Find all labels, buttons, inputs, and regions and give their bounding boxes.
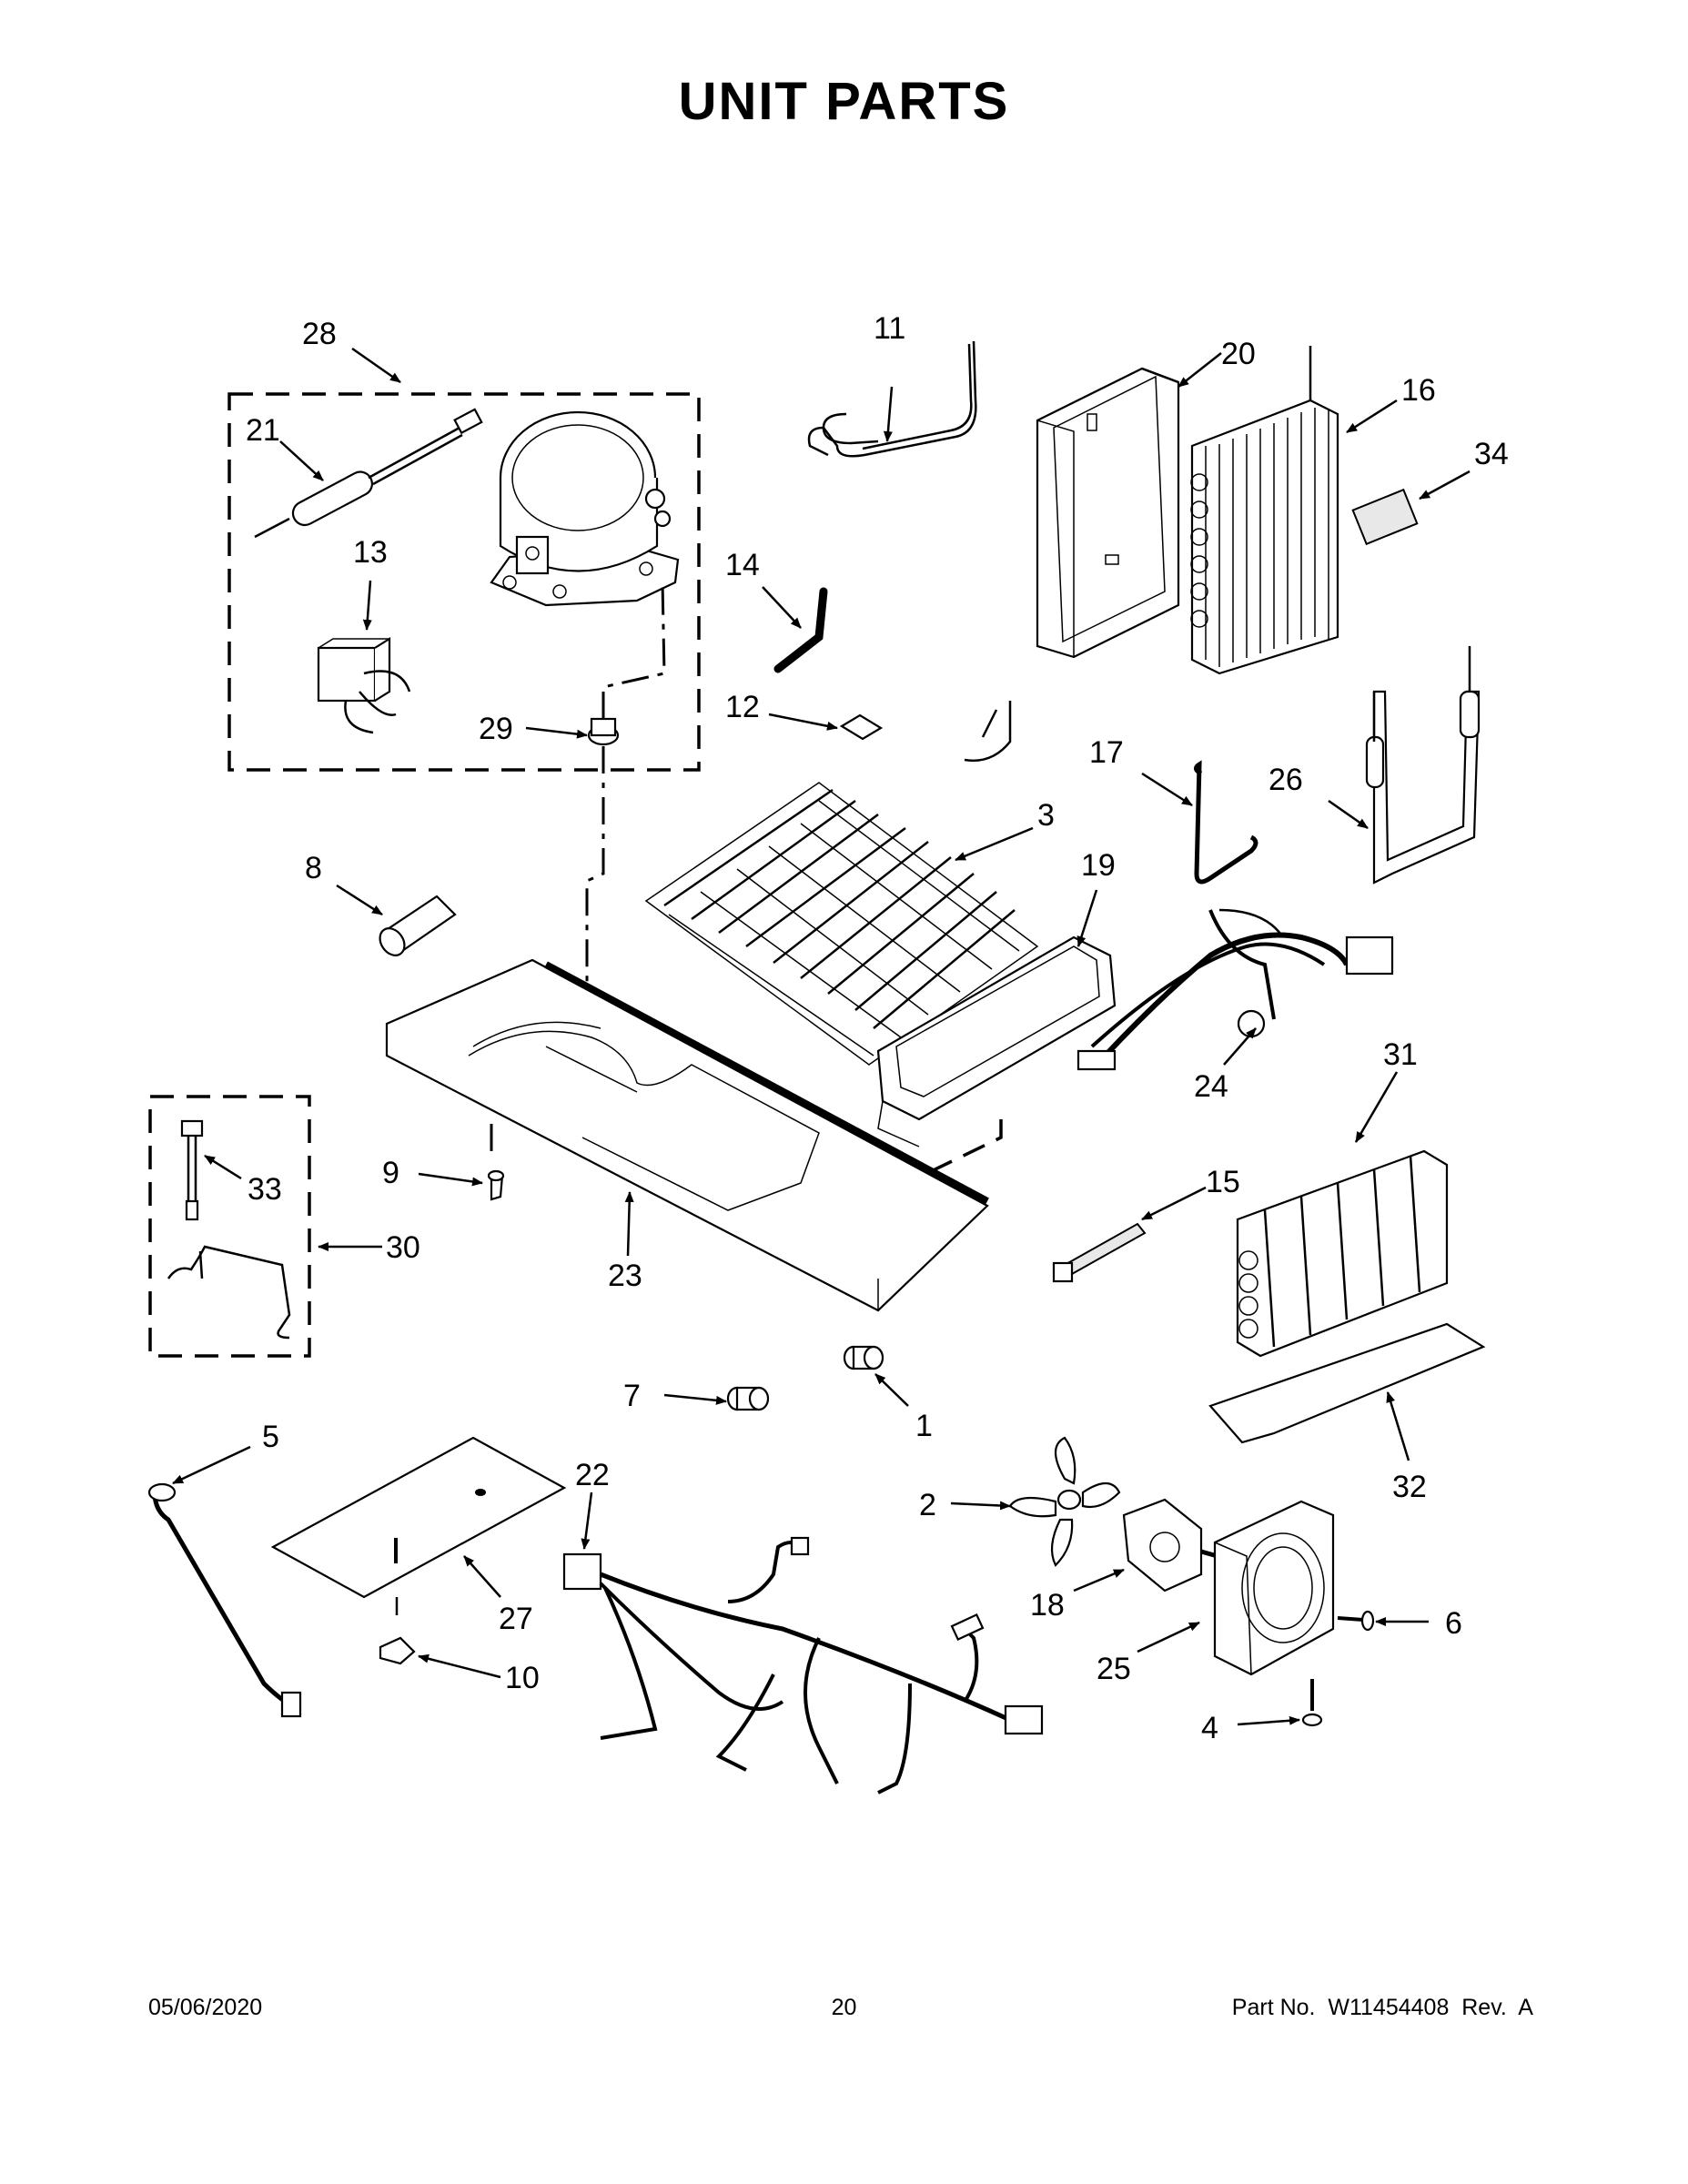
callout-26: 26 (1269, 763, 1303, 797)
callout-27: 27 (499, 1602, 533, 1636)
part-30-group-box (148, 1095, 311, 1358)
part-7-bushing[interactable] (726, 1386, 770, 1411)
callout-12: 12 (725, 690, 760, 724)
part-4-screw[interactable] (1301, 1679, 1323, 1727)
part-26-tube[interactable] (1365, 646, 1481, 885)
callout-32: 32 (1392, 1470, 1427, 1504)
callout-4: 4 (1201, 1711, 1218, 1745)
callout-23: 23 (608, 1259, 642, 1293)
callout-33: 33 (248, 1172, 282, 1207)
callout-9: 9 (382, 1156, 399, 1190)
part-21-drier[interactable] (254, 408, 483, 539)
part-31-condenser[interactable] (1236, 1149, 1449, 1358)
callout-11: 11 (874, 311, 905, 346)
part-29-grommet[interactable] (587, 581, 666, 746)
callout-7: 7 (623, 1379, 641, 1413)
part-8-tube[interactable] (375, 895, 457, 960)
part-23-base-plate[interactable] (385, 958, 989, 1312)
part-15-strap[interactable] (1052, 1222, 1147, 1283)
part-22-harness[interactable] (562, 1536, 1044, 1795)
callout-22: 22 (575, 1458, 610, 1492)
callout-8: 8 (305, 851, 322, 885)
part-30-wire[interactable] (167, 1245, 291, 1340)
part-12-clip[interactable] (839, 713, 884, 741)
part-2-fan-blade[interactable] (1008, 1436, 1121, 1567)
callout-1: 1 (915, 1409, 933, 1443)
callout-34: 34 (1474, 437, 1509, 471)
part-13-relay[interactable] (317, 637, 411, 734)
part-5-tube[interactable] (147, 1482, 302, 1718)
callout-2: 2 (919, 1488, 936, 1522)
part-32-pan[interactable] (1208, 1322, 1486, 1444)
callout-3: 3 (1037, 798, 1055, 833)
part-33-sensor[interactable] (180, 1119, 204, 1221)
part-25-shroud[interactable] (1213, 1500, 1335, 1676)
part-27-pad[interactable] (270, 1436, 567, 1615)
compressor-kit-box (227, 392, 701, 772)
callout-19: 19 (1081, 848, 1116, 883)
footer-page-number: 20 (831, 1995, 857, 2020)
footer-part-number: Part No. W11454408 Rev. A (1231, 1995, 1533, 2020)
part-11-tube[interactable] (807, 340, 977, 458)
part-18-fan-motor[interactable] (1122, 1498, 1225, 1592)
part-1-bushing[interactable] (843, 1345, 884, 1370)
callout-29: 29 (479, 712, 513, 746)
callout-24: 24 (1194, 1069, 1228, 1104)
part-20-evap-cover[interactable] (1036, 367, 1180, 659)
part-9-screw[interactable] (487, 1169, 505, 1201)
callout-21: 21 (246, 413, 280, 448)
callout-20: 20 (1221, 337, 1256, 371)
callout-5: 5 (262, 1420, 279, 1454)
footer-date: 05/06/2020 (148, 1995, 263, 2020)
callout-16: 16 (1401, 373, 1436, 408)
leader-arrows (172, 347, 1471, 1726)
part-24-harness[interactable] (1076, 908, 1394, 1071)
callout-17: 17 (1089, 735, 1124, 770)
callout-30: 30 (386, 1230, 420, 1265)
callout-10: 10 (505, 1661, 540, 1695)
callout-25: 25 (1097, 1652, 1131, 1686)
part-3-coil[interactable] (644, 701, 1039, 1066)
part-19-drain-pan[interactable] (876, 935, 1117, 1148)
part-34-pad[interactable] (1351, 488, 1419, 546)
callout-15: 15 (1206, 1165, 1240, 1199)
part-17-clip[interactable] (1194, 760, 1258, 885)
page-title: UNIT PARTS (678, 72, 1010, 131)
callout-28: 28 (302, 317, 337, 351)
part-10-clip[interactable] (379, 1636, 416, 1665)
callout-13: 13 (353, 535, 388, 570)
callout-6: 6 (1445, 1606, 1462, 1641)
callout-18: 18 (1030, 1588, 1065, 1623)
part-14-tube[interactable] (773, 587, 828, 673)
callout-31: 31 (1383, 1037, 1418, 1072)
part-6-screw[interactable] (1337, 1610, 1375, 1632)
part-16-evaporator[interactable] (1190, 346, 1339, 675)
callout-14: 14 (725, 548, 760, 582)
part-compressor[interactable] (490, 410, 680, 607)
